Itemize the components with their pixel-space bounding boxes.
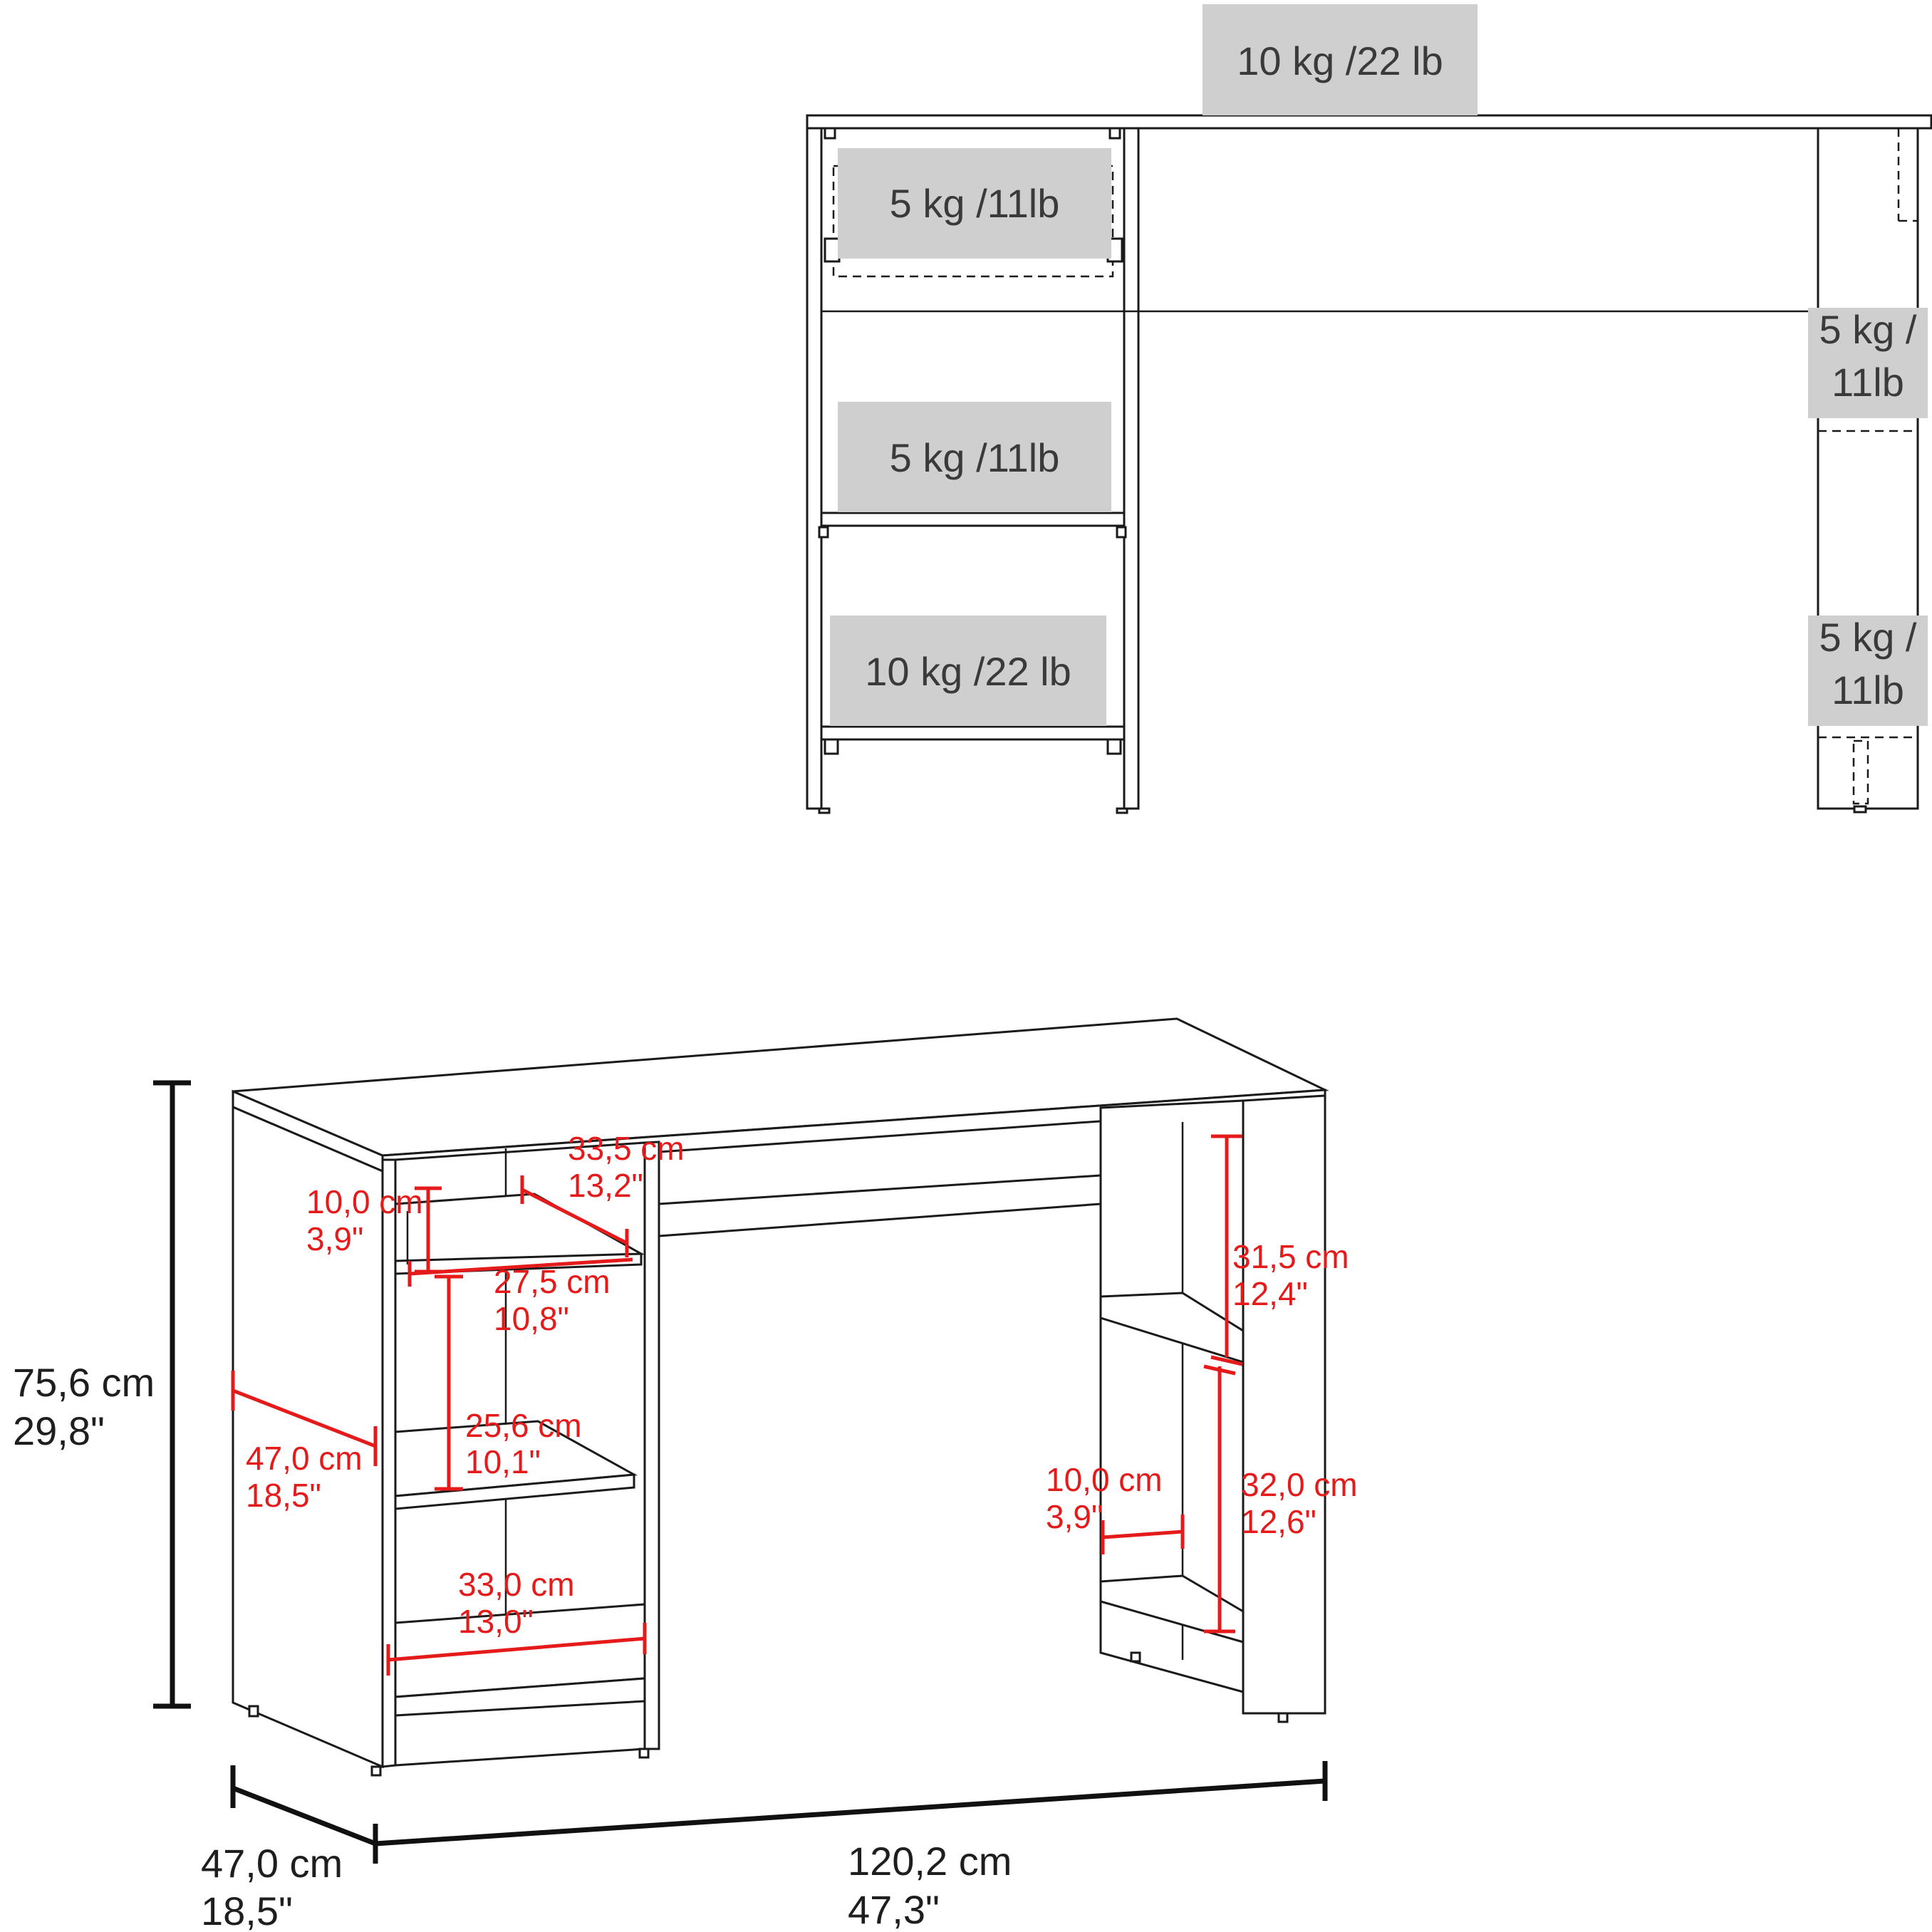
drawer-depth-label-cm: 33,5 cm	[568, 1130, 685, 1167]
front-middle-shelf-pin-left	[818, 526, 829, 539]
right-lower-load-line2: 11lb	[1832, 668, 1904, 712]
drawer-height-label-in: 3,9"	[306, 1220, 363, 1257]
top-load-label: 10 kg /22 lb	[1237, 38, 1443, 83]
right-upper-load-line2: 11lb	[1832, 360, 1904, 405]
right-shelf-depth-label-cm: 10,0 cm	[1046, 1461, 1163, 1498]
right-shelf-depth-dimension	[1101, 1515, 1185, 1554]
overall-depth-dimension	[230, 1765, 377, 1847]
inner-depth-label-cm: 47,0 cm	[246, 1440, 363, 1477]
overall-width-label-in: 47,3"	[848, 1887, 940, 1932]
drawer-height-label-cm: 10,0 cm	[306, 1183, 423, 1220]
iso-foot-5	[1277, 1712, 1289, 1723]
iso-view: 75,6 cm 29,8" 47,0 cm 18,5" 120,2 cm 47,…	[13, 1017, 1358, 1932]
drawer-depth-label-in: 13,2"	[568, 1167, 643, 1204]
front-drawer-hinge-right	[1108, 127, 1121, 140]
right-lower-load-label-group: 5 kg / 11lb	[1808, 615, 1928, 726]
right-upper-label-in: 12,4"	[1232, 1275, 1308, 1312]
iso-right-upper-shelf	[1099, 1292, 1245, 1364]
iso-foot-2	[370, 1765, 382, 1777]
iso-foot-3	[638, 1747, 650, 1759]
front-desktop-board	[806, 114, 1932, 130]
overall-depth-label-in: 18,5"	[201, 1889, 293, 1932]
front-bottom-shelf	[820, 725, 1126, 741]
overall-height-label-cm: 75,6 cm	[13, 1360, 155, 1405]
drawer-width-label-cm: 27,5 cm	[494, 1263, 611, 1300]
front-foot-right	[1116, 807, 1128, 814]
middle-shelf-load-box	[838, 402, 1111, 512]
bottom-opening-label-cm: 33,0 cm	[458, 1566, 575, 1603]
iso-foot-4	[1130, 1651, 1141, 1663]
front-bottom-shelf-bracket-left	[824, 738, 839, 755]
inner-depth-label-in: 18,5"	[246, 1477, 321, 1514]
right-lower-label-in: 12,6"	[1241, 1503, 1316, 1540]
iso-base-plinth	[394, 1677, 646, 1717]
middle-opening-label-in: 10,1"	[465, 1443, 541, 1480]
front-drawer-outline	[832, 165, 1114, 278]
front-middle-shelf-pin-right	[1116, 526, 1127, 539]
bottom-shelf-load-label: 10 kg /22 lb	[865, 649, 1071, 694]
iso-left-cabinet-front-right	[643, 1141, 660, 1750]
bottom-shelf-load-label-group: 10 kg /22 lb	[830, 616, 1106, 726]
iso-foot-1	[248, 1705, 259, 1718]
overall-height-label-in: 29,8"	[13, 1408, 105, 1453]
front-foot-left	[818, 807, 831, 814]
drawer-load-label-group: 5 kg /11lb	[838, 148, 1111, 259]
drawer-depth-dimension	[520, 1175, 629, 1257]
bottom-opening-width-dimension	[386, 1623, 647, 1676]
drawer-width-label-in: 10,8"	[494, 1300, 569, 1337]
front-middle-shelf	[820, 511, 1126, 527]
front-right-leg-dash-foot	[1852, 739, 1869, 805]
bottom-shelf-load-box	[830, 616, 1106, 726]
right-upper-height-dimension	[1210, 1134, 1243, 1366]
overall-height-dimension	[153, 1080, 191, 1709]
right-upper-load-box	[1808, 308, 1928, 418]
iso-right-lower-shelf	[1099, 1574, 1245, 1643]
front-left-cabinet-side-right	[1123, 127, 1140, 810]
middle-shelf-load-label-group: 5 kg /11lb	[838, 402, 1111, 512]
right-upper-load-label-group: 5 kg / 11lb	[1808, 307, 1928, 418]
overall-width-label-cm: 120,2 cm	[848, 1839, 1012, 1884]
iso-right-unit-front-panel	[1242, 1094, 1326, 1715]
drawer-load-label: 5 kg /11lb	[890, 181, 1060, 226]
front-left-cabinet-side-left	[806, 127, 823, 810]
front-view: 10 kg /22 lb 5 kg /11lb 5 kg /11lb 10 kg…	[806, 4, 1932, 814]
top-load-label-group: 10 kg /22 lb	[1203, 4, 1477, 115]
front-drawer-runner-left	[824, 237, 841, 263]
right-shelf-depth-label-in: 3,9"	[1046, 1498, 1103, 1535]
overall-width-dimension	[373, 1761, 1328, 1864]
overall-depth-label-cm: 47,0 cm	[201, 1841, 343, 1886]
top-load-box	[1203, 4, 1477, 115]
iso-modesty-panel	[658, 1174, 1102, 1237]
right-lower-label-cm: 32,0 cm	[1241, 1466, 1358, 1503]
iso-left-cabinet-front-left	[381, 1158, 397, 1768]
right-upper-load-line1: 5 kg /	[1819, 307, 1917, 352]
right-upper-label-cm: 31,5 cm	[1232, 1238, 1349, 1275]
middle-opening-height-dimension	[435, 1274, 463, 1491]
front-drawer-hinge-left	[824, 127, 836, 140]
front-right-foot	[1853, 805, 1867, 814]
drawer-width-dimension	[407, 1257, 633, 1287]
front-bottom-shelf-bracket-right	[1106, 738, 1122, 755]
iso-drawer-front	[394, 1252, 643, 1275]
middle-opening-label-cm: 25,6 cm	[465, 1407, 582, 1444]
right-lower-height-dimension	[1203, 1364, 1236, 1634]
right-lower-load-line1: 5 kg /	[1819, 615, 1917, 660]
inner-depth-dimension	[231, 1371, 378, 1466]
bottom-opening-label-in: 13,0"	[458, 1603, 534, 1640]
iso-middle-shelf-front	[394, 1473, 635, 1510]
middle-shelf-load-label: 5 kg /11lb	[890, 435, 1060, 480]
right-lower-load-box	[1808, 616, 1928, 726]
drawer-load-box	[838, 148, 1111, 259]
